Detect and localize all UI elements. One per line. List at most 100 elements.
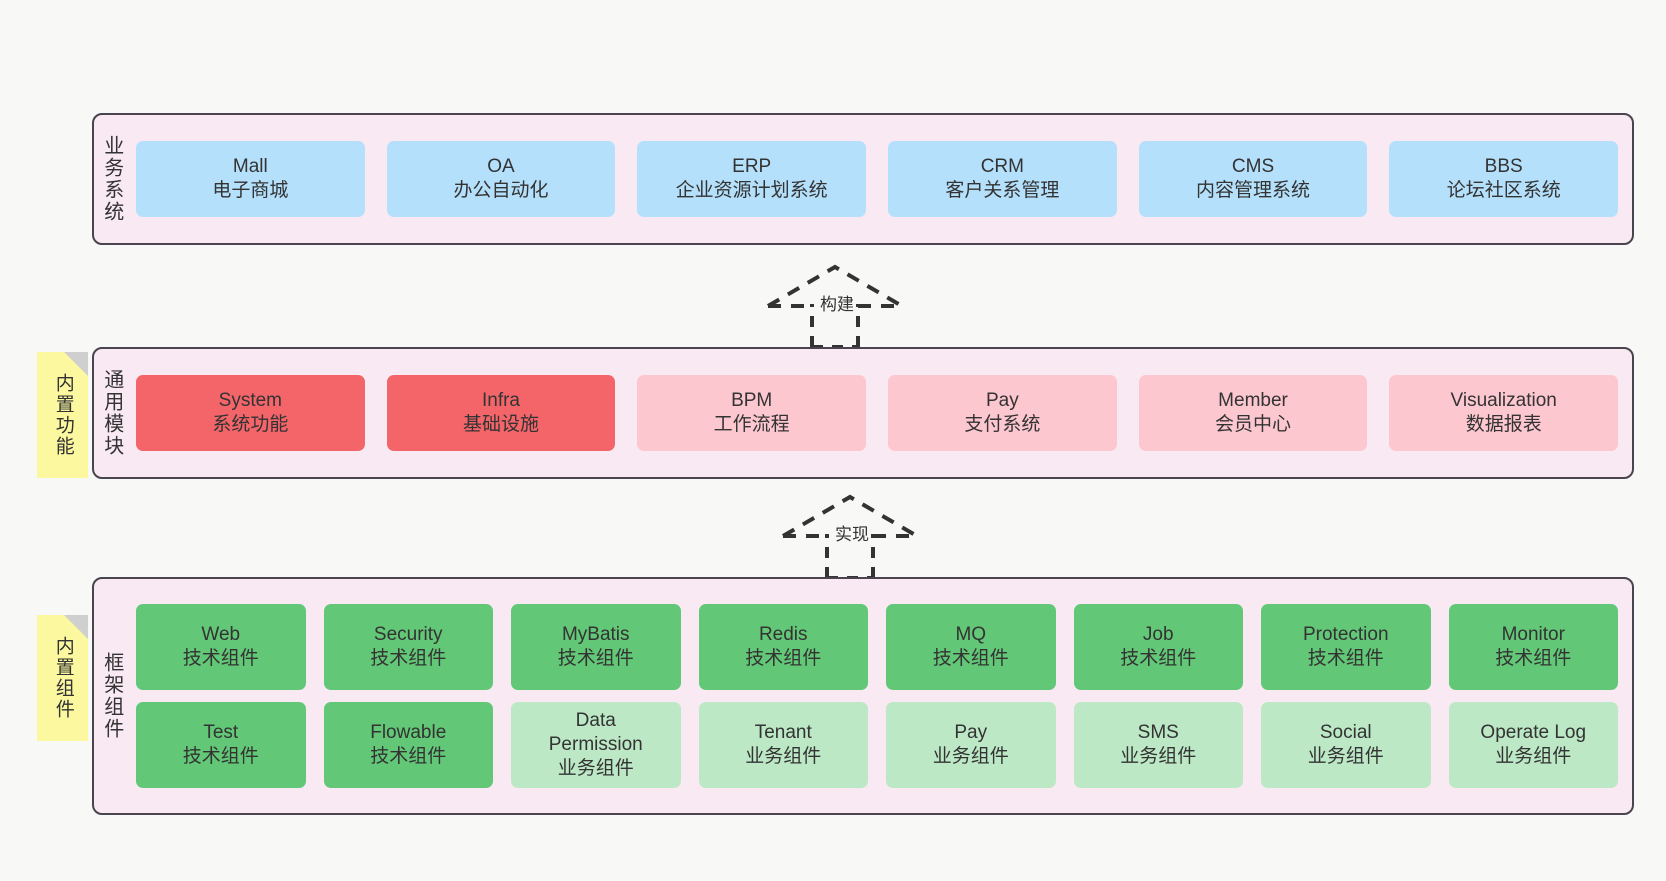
- module-card-subtitle: 技术组件: [1120, 648, 1197, 669]
- module-card-subtitle: 业务组件: [1120, 746, 1197, 767]
- module-card-title: Job: [1142, 624, 1174, 646]
- module-card-member[interactable]: Member 会员中心: [1138, 375, 1368, 451]
- module-card-title: Mall: [232, 156, 268, 178]
- module-card-title: Test: [203, 722, 239, 744]
- module-card-job[interactable]: Job 技术组件: [1073, 604, 1243, 690]
- module-card-operate-log[interactable]: Operate Log 业务组件: [1448, 702, 1618, 788]
- module-card-subtitle: 业务组件: [557, 757, 634, 779]
- module-card-pay-business[interactable]: Pay 业务组件: [886, 702, 1056, 788]
- module-card-title: Pay: [985, 390, 1019, 412]
- module-card-subtitle: 电子商城: [212, 180, 289, 201]
- module-card-subtitle: 业务组件: [745, 746, 822, 767]
- module-card-subtitle: 工作流程: [713, 414, 790, 435]
- module-card-title: Member: [1218, 390, 1288, 412]
- module-card-test[interactable]: Test 技术组件: [136, 702, 306, 788]
- module-card-flowable[interactable]: Flowable 技术组件: [323, 702, 493, 788]
- module-card-subtitle: 业务组件: [932, 746, 1009, 767]
- module-card-title: System: [218, 390, 283, 412]
- module-card-visualization[interactable]: Visualization 数据报表: [1389, 375, 1619, 451]
- layer-business-system-body: Mall 电子商城 OA 办公自动化 ERP 企业资源计划系统 CRM 客户关系…: [128, 115, 1632, 243]
- module-card-title: Infra: [481, 390, 521, 412]
- module-card-subtitle: 支付系统: [964, 414, 1041, 435]
- module-card-title: Security: [373, 624, 443, 646]
- module-card-bbs[interactable]: BBS 论坛社区系统: [1389, 141, 1619, 217]
- module-card-subtitle: 技术组件: [932, 648, 1009, 669]
- module-card-erp[interactable]: ERP 企业资源计划系统: [637, 141, 867, 217]
- module-card-subtitle: 基础设施: [463, 414, 540, 435]
- layer-common-module-label: 通用模块: [100, 369, 123, 457]
- layer-common-module-row: System 系统功能 Infra 基础设施 BPM 工作流程 Pay 支付系统…: [136, 375, 1619, 451]
- module-card-social[interactable]: Social 业务组件: [1261, 702, 1431, 788]
- module-card-title: Operate Log: [1480, 722, 1587, 744]
- module-card-subtitle: 会员中心: [1215, 414, 1292, 435]
- module-card-title: Pay: [954, 722, 988, 744]
- note-fold-corner-icon: [64, 352, 88, 376]
- module-card-crm[interactable]: CRM 客户关系管理: [888, 141, 1117, 217]
- module-card-title: Visualization: [1450, 390, 1557, 412]
- module-card-title: ERP: [732, 156, 772, 178]
- module-card-infra[interactable]: Infra 基础设施: [386, 375, 616, 451]
- connector-implement-label: 实现: [835, 525, 869, 544]
- module-card-mq[interactable]: MQ 技术组件: [886, 604, 1056, 690]
- module-card-subtitle: 数据报表: [1465, 414, 1542, 435]
- layer-framework-component-body: Web 技术组件 Security 技术组件 MyBatis 技术组件 Redi…: [128, 579, 1632, 813]
- sticky-note-text: 内置功能: [52, 373, 74, 457]
- module-card-title: CMS: [1231, 156, 1275, 178]
- module-card-subtitle: 技术组件: [182, 746, 259, 767]
- connector-build-label: 构建: [820, 295, 854, 314]
- layer-common-module[interactable]: 通用模块 System 系统功能 Infra 基础设施 BPM 工作流程 Pay: [92, 347, 1634, 479]
- module-card-sms[interactable]: SMS 业务组件: [1073, 702, 1243, 788]
- module-card-subtitle: 技术组件: [745, 648, 822, 669]
- module-card-subtitle: 内容管理系统: [1196, 180, 1311, 201]
- module-card-subtitle: 技术组件: [557, 648, 634, 669]
- module-card-title: SMS: [1137, 722, 1179, 744]
- module-card-subtitle: 技术组件: [370, 648, 447, 669]
- module-card-subtitle: 办公自动化: [453, 180, 549, 201]
- module-card-subtitle: 技术组件: [370, 746, 447, 767]
- module-card-tenant[interactable]: Tenant 业务组件: [698, 702, 868, 788]
- module-card-title: Social: [1319, 722, 1372, 744]
- module-card-mybatis[interactable]: MyBatis 技术组件: [511, 604, 681, 690]
- module-card-redis[interactable]: Redis 技术组件: [698, 604, 868, 690]
- module-card-cms[interactable]: CMS 内容管理系统: [1138, 141, 1368, 217]
- module-card-subtitle: 客户关系管理: [945, 180, 1060, 201]
- module-card-title: Flowable: [370, 722, 447, 744]
- module-card-oa[interactable]: OA 办公自动化: [386, 141, 616, 217]
- module-card-mall[interactable]: Mall 电子商城: [136, 141, 365, 217]
- layer-framework-row-technical: Web 技术组件 Security 技术组件 MyBatis 技术组件 Redi…: [136, 604, 1618, 690]
- module-card-title: Monitor: [1501, 624, 1565, 646]
- module-card-subtitle: 系统功能: [212, 414, 289, 435]
- module-card-title: Data Permission: [548, 710, 643, 756]
- module-card-title: MQ: [955, 624, 987, 646]
- module-card-system[interactable]: System 系统功能: [136, 375, 365, 451]
- layer-business-system[interactable]: 业务系统 Mall 电子商城 OA 办公自动化 ERP 企业资源计划系统 CRM: [92, 113, 1634, 245]
- sticky-note-builtin-functions[interactable]: 内置功能: [37, 352, 88, 478]
- layer-business-system-label: 业务系统: [100, 135, 123, 223]
- module-card-subtitle: 业务组件: [1495, 746, 1572, 767]
- module-card-title: CRM: [980, 156, 1024, 178]
- module-card-subtitle: 技术组件: [1307, 648, 1384, 669]
- layer-framework-row-business: Test 技术组件 Flowable 技术组件 Data Permission …: [136, 702, 1618, 788]
- connector-build: 构建: [760, 262, 910, 352]
- sticky-note-text: 内置组件: [52, 636, 74, 720]
- module-card-title: Protection: [1302, 624, 1389, 646]
- module-card-data-permission[interactable]: Data Permission 业务组件: [511, 702, 681, 788]
- module-card-subtitle: 业务组件: [1307, 746, 1384, 767]
- sticky-note-builtin-components[interactable]: 内置组件: [37, 615, 88, 741]
- connector-implement: 实现: [775, 492, 925, 582]
- module-card-bpm[interactable]: BPM 工作流程: [637, 375, 867, 451]
- module-card-security[interactable]: Security 技术组件: [323, 604, 493, 690]
- module-card-web[interactable]: Web 技术组件: [136, 604, 306, 690]
- module-card-title: Redis: [758, 624, 808, 646]
- module-card-protection[interactable]: Protection 技术组件: [1261, 604, 1431, 690]
- module-card-monitor[interactable]: Monitor 技术组件: [1448, 604, 1618, 690]
- module-card-title: Web: [201, 624, 241, 646]
- note-fold-corner-icon: [64, 615, 88, 639]
- module-card-subtitle: 企业资源计划系统: [675, 180, 828, 201]
- module-card-pay[interactable]: Pay 支付系统: [888, 375, 1117, 451]
- layer-common-module-body: System 系统功能 Infra 基础设施 BPM 工作流程 Pay 支付系统…: [128, 349, 1632, 477]
- layer-framework-component[interactable]: 框架组件 Web 技术组件 Security 技术组件 MyBatis 技术组件…: [92, 577, 1634, 815]
- module-card-title: BBS: [1484, 156, 1523, 178]
- layer-framework-component-label: 框架组件: [100, 652, 123, 740]
